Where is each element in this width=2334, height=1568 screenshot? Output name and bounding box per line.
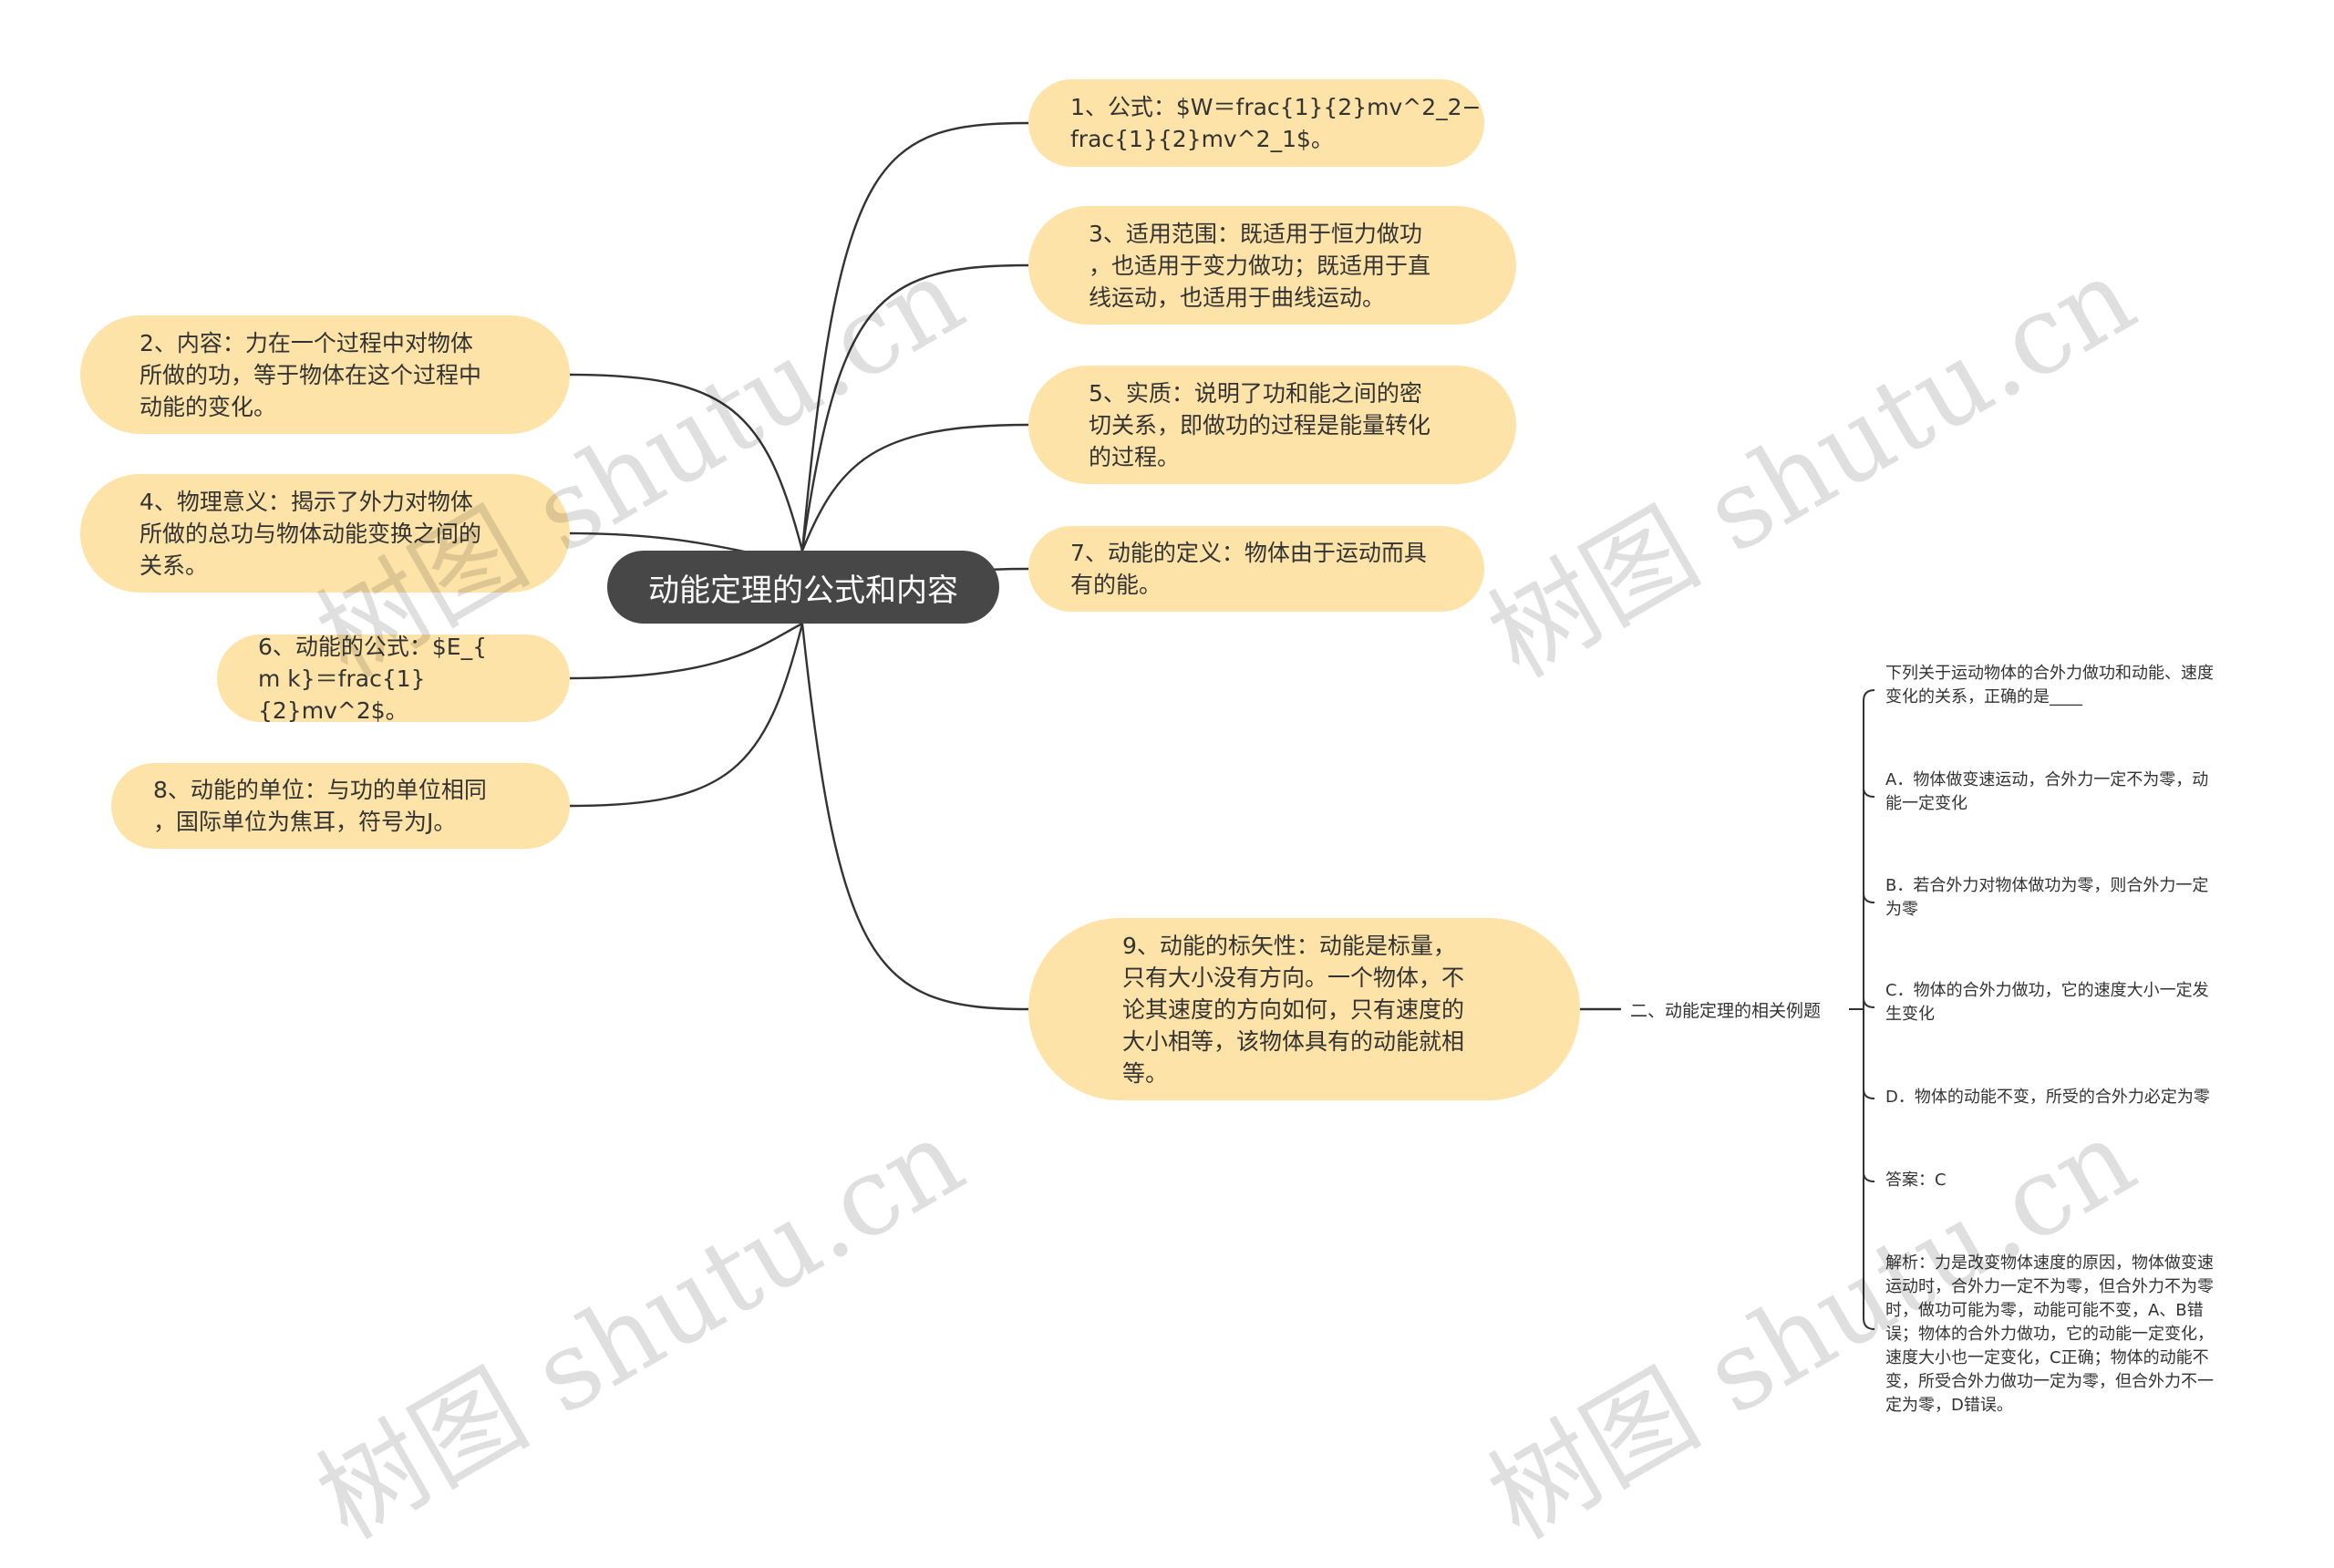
example-answer: 答案：C [1885,1171,1947,1190]
sub-topic-examples[interactable]: 二、动能定理的相关例题 [1630,1001,1822,1021]
node-content[interactable]: 2、内容：力在一个过程中对物体 所做的功，等于物体在这个过程中 动能的变化。 [80,315,570,434]
link-left-4 [569,623,804,808]
link-left-1 [569,373,804,552]
example-analysis: 解析：力是改变物体速度的原因，物体做变速 运动时，合外力一定不为零，但合外力不为… [1885,1253,2214,1415]
tick-answer [1863,1171,1875,1182]
tick-d [1863,1088,1875,1099]
node-essence[interactable]: 5、实质：说明了功和能之间的密 切关系，即做功的过程是能量转化 的过程。 [1028,366,1516,484]
node-kinetic-formula[interactable]: 6、动能的公式：$E_{ m k}＝frac{1}{2}mv^2$。 [217,634,570,724]
node-definition[interactable]: 7、动能的定义：物体由于运动而具 有的能。 [1028,526,1484,612]
example-option-d: D．物体的动能不变，所受的合外力必定为零 [1885,1088,2210,1107]
tick-a [1863,787,1875,798]
link-right-3 [800,423,1029,552]
connector-lines [569,121,1875,1330]
example-option-a: A．物体做变速运动，合外力一定不为零，动 能一定变化 [1885,770,2209,813]
example-option-b: B．若合外力对物体做功为零，则合外力一定 为零 [1885,876,2209,919]
link-right-1 [800,121,1029,552]
tick-b [1863,892,1875,903]
node-unit[interactable]: 8、动能的单位：与功的单位相同 ，国际单位为焦耳，符号为J。 [111,763,570,849]
tick-c [1863,997,1875,1008]
node-scalar[interactable]: 9、动能的标矢性：动能是标量， 只有大小没有方向。一个物体，不 论其速度的方向如… [1028,918,1580,1100]
node-formula[interactable]: 1、公式：$W＝frac{1}{2}mv^2_2− frac{1}{2}mv^2… [1028,79,1484,167]
node-scope[interactable]: 3、适用范围：既适用于恒力做功 ，也适用于变力做功；既适用于直 线运动，也适用于… [1028,206,1516,325]
link-bracket [1863,689,1875,1330]
root-node[interactable]: 动能定理的公式和内容 [607,551,999,624]
example-option-c: C．物体的合外力做功，它的速度大小一定发 生变化 [1885,981,2209,1024]
link-left-3 [569,622,803,680]
link-right-5 [800,623,1029,1011]
node-physical-meaning[interactable]: 4、物理意义：揭示了外力对物体 所做的总功与物体动能变换之间的 关系。 [80,474,570,593]
link-right-2 [800,263,1029,552]
example-question: 下列关于运动物体的合外力做功和动能、速度 变化的关系，正确的是____ [1885,664,2214,707]
